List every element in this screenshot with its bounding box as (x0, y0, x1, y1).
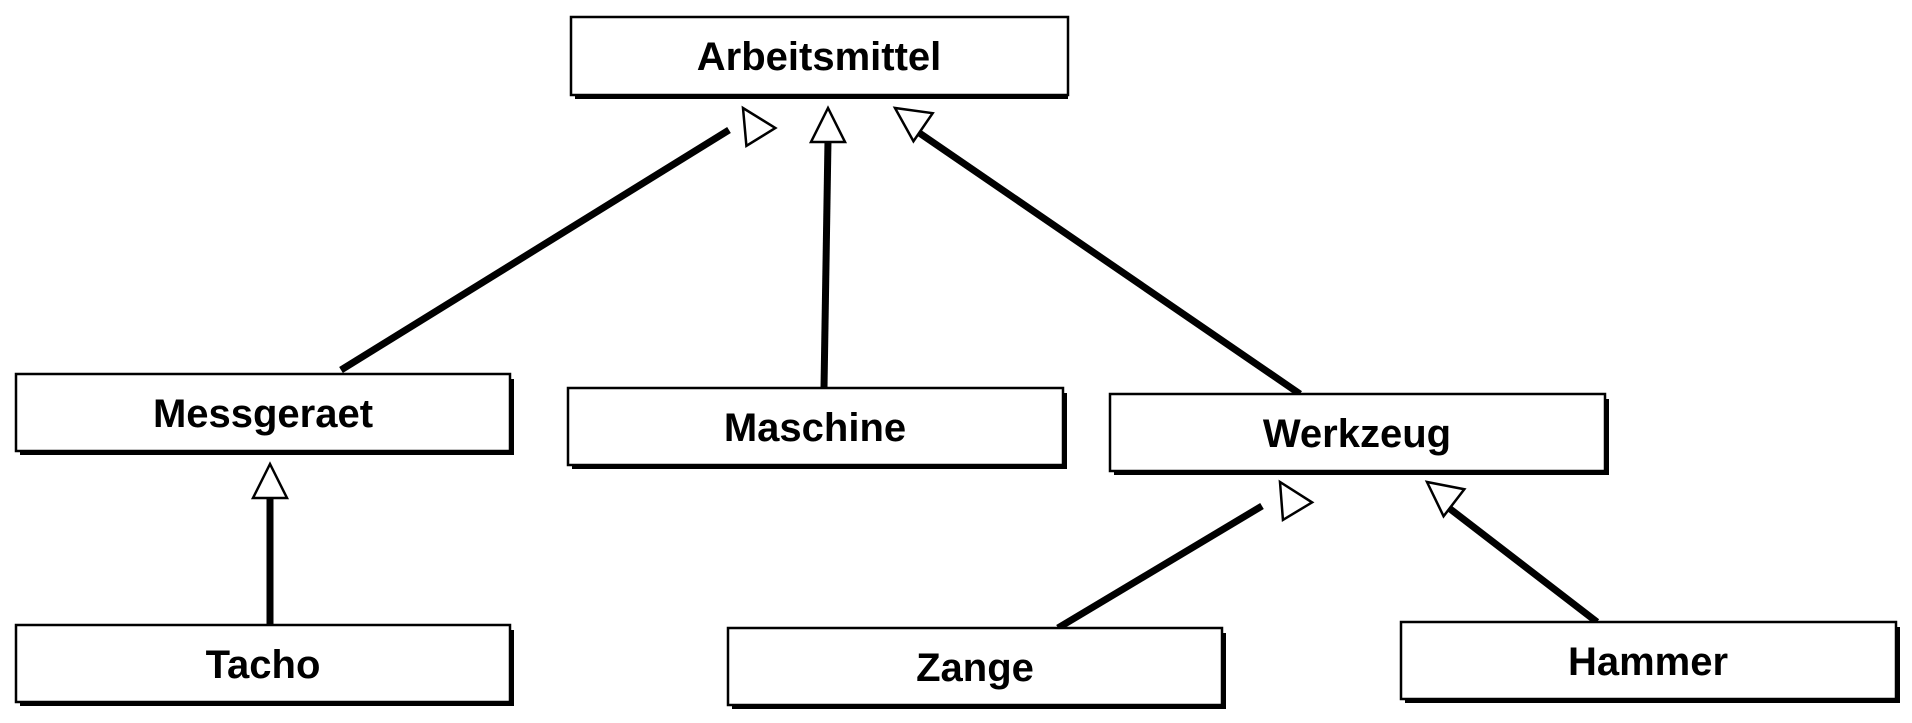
generalization-arrowhead-hammer (1424, 480, 1467, 519)
edge-messgeraet-to-arbeitsmittel (339, 127, 731, 373)
edge-maschine-to-arbeitsmittel (820, 139, 832, 389)
edge-zange-to-werkzeug (1056, 502, 1264, 632)
generalization-arrowhead-maschine (808, 105, 848, 144)
generalization-arrowhead-zange (1278, 479, 1315, 523)
class-name-werkzeug: Werkzeug (1263, 412, 1451, 456)
class-name-arbeitsmittel: Arbeitsmittel (697, 35, 942, 79)
class-name-maschine: Maschine (724, 406, 906, 450)
class-name-tacho: Tacho (206, 643, 321, 687)
class-box-hammer: Hammer (1399, 620, 1900, 703)
class-name-hammer: Hammer (1568, 640, 1728, 684)
class-name-messgeraet: Messgeraet (153, 392, 373, 436)
class-box-maschine: Maschine (566, 386, 1067, 469)
generalization-arrowhead-tacho (250, 461, 290, 500)
class-box-tacho: Tacho (14, 623, 514, 706)
class-box-messgeraet: Messgeraet (14, 372, 514, 455)
class-name-zange: Zange (916, 646, 1034, 690)
edge-hammer-to-werkzeug (1442, 502, 1600, 625)
class-box-zange: Zange (726, 626, 1226, 709)
class-box-arbeitsmittel: Arbeitsmittel (569, 15, 1070, 99)
generalization-arrowhead-messgeraet (741, 105, 778, 148)
class-box-werkzeug: Werkzeug (1108, 392, 1609, 475)
edge-werkzeug-to-arbeitsmittel (913, 127, 1302, 397)
generalization-arrowhead-werkzeug (892, 106, 935, 144)
